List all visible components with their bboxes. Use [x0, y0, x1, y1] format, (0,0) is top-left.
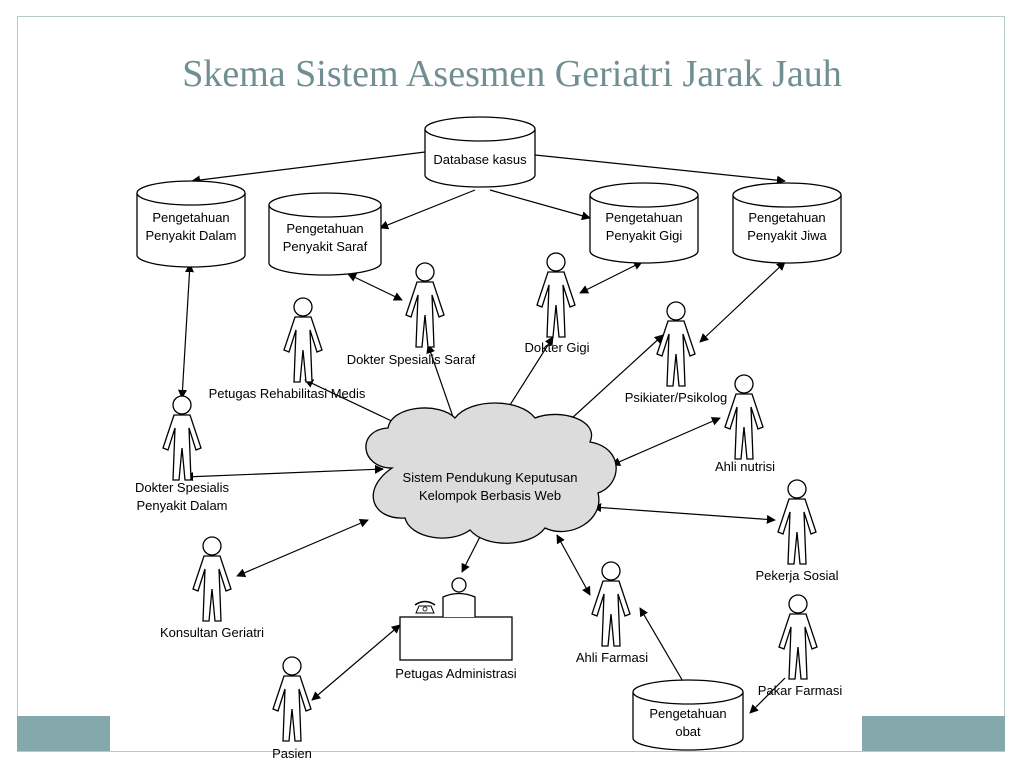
- people: [162, 252, 818, 742]
- accent-bar-right: [862, 716, 1005, 751]
- person-icon-ahli-nutrisi: [724, 374, 764, 460]
- arrow-db-to-kb-saraf: [379, 189, 476, 230]
- connectors: [177, 151, 786, 714]
- telephone-icon: [414, 600, 436, 614]
- pakar-farmasi-label: Pakar Farmasi: [758, 683, 843, 698]
- arrow-pakar-obat: [749, 677, 786, 714]
- kb-jiwa-label-2: Penyakit Jiwa: [747, 228, 827, 243]
- person-icon-konsultan: [192, 536, 232, 622]
- kb-saraf-cylinder: [268, 192, 382, 276]
- psikiater-label: Psikiater/Psikolog: [625, 390, 728, 405]
- person-icon-dr-dalam: [162, 395, 202, 481]
- kb-gigi-label-1: Pengetahuan: [605, 210, 682, 225]
- person-icon-pakar-farmasi: [778, 594, 818, 680]
- arrow-kb-saraf-dr-saraf: [347, 273, 403, 301]
- kb-saraf-label-2: Penyakit Saraf: [283, 239, 368, 254]
- arrow-drdalam-system: [184, 464, 384, 482]
- pasien-label: Pasien: [272, 746, 312, 761]
- person-icon-dr-saraf: [405, 262, 445, 348]
- arrow-nutrisi-system: [611, 417, 721, 466]
- person-icon-pekerja-sosial: [777, 479, 817, 565]
- arrow-rehab-system: [304, 379, 401, 426]
- petugas-rehab-label: Petugas Rehabilitasi Medis: [209, 386, 366, 401]
- kb-obat-cylinder: [632, 679, 744, 751]
- kb-jiwa-label-1: Pengetahuan: [748, 210, 825, 225]
- dr-dalam-label-1: Dokter Spesialis: [135, 480, 229, 495]
- kb-dalam-label-2: Penyakit Dalam: [145, 228, 236, 243]
- arrow-db-to-kb-jiwa: [534, 154, 786, 185]
- arrow-konsultan-system: [236, 519, 369, 577]
- accent-bar-left: [17, 716, 110, 751]
- slide-frame: [17, 16, 1005, 752]
- kb-saraf-label-1: Pengetahuan: [286, 221, 363, 236]
- dr-dalam-label-2: Penyakit Dalam: [136, 498, 227, 513]
- ahli-nutrisi-label: Ahli nutrisi: [715, 459, 775, 474]
- system-label-2: Kelompok Berbasis Web: [419, 488, 561, 503]
- petugas-admin-label: Petugas Administrasi: [395, 666, 517, 681]
- kb-gigi-label-2: Penyakit Gigi: [606, 228, 683, 243]
- database-kasus-label: Database kasus: [433, 152, 527, 167]
- arrow-db-to-kb-dalam: [191, 151, 426, 185]
- dr-gigi-label: Dokter Gigi: [524, 340, 589, 355]
- arrow-pasien-admin: [311, 624, 401, 701]
- kb-obat-label-1: Pengetahuan: [649, 706, 726, 721]
- arrow-obat-farmasi: [639, 607, 689, 691]
- arrow-kb-gigi-dr-gigi: [579, 261, 643, 294]
- person-icon-ahli-farmasi: [591, 561, 631, 647]
- person-icon-dr-gigi: [536, 252, 576, 338]
- kb-dalam-cylinder: [136, 180, 246, 268]
- arrow-db-to-kb-gigi: [489, 189, 591, 221]
- kb-obat-label-2: obat: [675, 724, 701, 739]
- arrow-sosial-system: [592, 503, 776, 524]
- slide-title: Skema Sistem Asesmen Geriatri Jarak Jauh: [182, 53, 842, 95]
- person-icon-pasien: [272, 656, 312, 742]
- system-cloud: [365, 402, 617, 544]
- person-icon-psikiater: [656, 301, 696, 387]
- arrow-kb-jiwa-psikiater: [699, 261, 786, 343]
- kb-jiwa-cylinder: [732, 182, 842, 264]
- konsultan-label: Konsultan Geriatri: [160, 625, 264, 640]
- pekerja-sosial-label: Pekerja Sosial: [755, 568, 838, 583]
- admin-desk: [399, 577, 513, 661]
- database-kasus-cylinder: [424, 116, 536, 188]
- arrow-farmasi-system: [556, 534, 591, 596]
- system-label-1: Sistem Pendukung Keputusan: [403, 470, 578, 485]
- kb-gigi-cylinder: [589, 182, 699, 264]
- kb-dalam-label-1: Pengetahuan: [152, 210, 229, 225]
- person-icon-petugas-rehab: [283, 297, 323, 383]
- arrow-kb-dalam-dr-dalam: [177, 263, 195, 399]
- ahli-farmasi-label: Ahli Farmasi: [576, 650, 648, 665]
- dr-saraf-label: Dokter Spesialis Saraf: [347, 352, 476, 367]
